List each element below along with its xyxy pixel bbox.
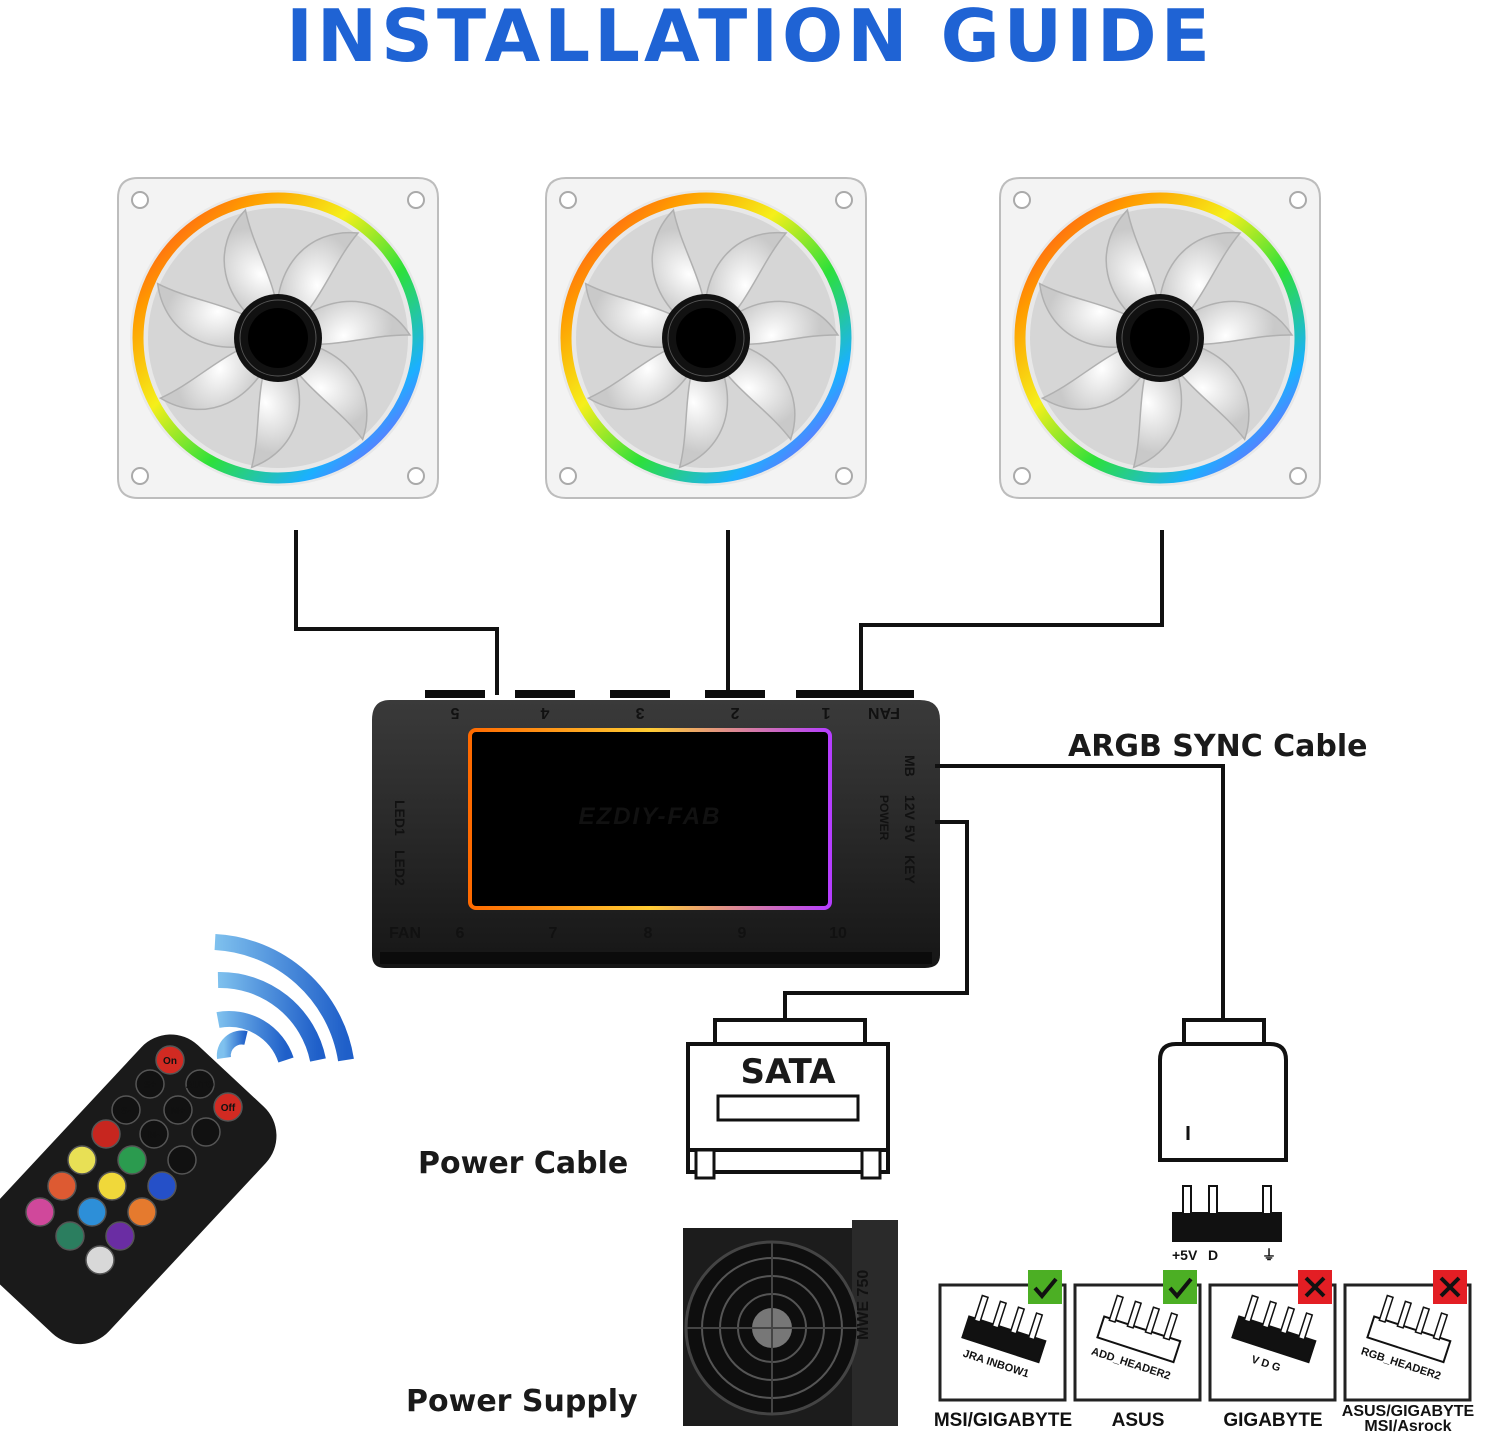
remote-button-label-0: On [163, 1056, 177, 1067]
hub-top-port-socket-0 [425, 690, 485, 698]
hub-bottom-port-1: 6 [456, 925, 465, 942]
hub-top-port-0: 5 [450, 704, 459, 721]
remote-button-label-4: S- [121, 1106, 131, 1117]
argb-sync-wire [935, 764, 1225, 1022]
hub-top-port-socket-1 [515, 690, 575, 698]
remote-button-8 [91, 1119, 121, 1149]
remote-button-2 [185, 1069, 215, 1099]
check-icon [1163, 1270, 1197, 1304]
remote-button-13 [97, 1171, 127, 1201]
hub-bottom-ports: FAN 6 7 8 9 10 [389, 925, 847, 942]
hub-top-port-socket-2 [610, 690, 670, 698]
pin-gnd-label: ⏚ [1262, 1247, 1276, 1263]
hub-bottom-port-0: FAN [389, 925, 421, 942]
hub-12v-label: 12V [902, 795, 918, 821]
hub-top-port-2: 3 [635, 704, 644, 721]
pin-d-label: D [1208, 1247, 1218, 1263]
remote-button-19 [105, 1221, 135, 1251]
psu-model-label: MWE 750 [855, 1270, 872, 1340]
remote-button-9 [67, 1145, 97, 1175]
header-brand-label-2: GIGABYTE [1223, 1410, 1323, 1431]
remote-button-12 [47, 1171, 77, 1201]
wireless-signal-icon [214, 934, 354, 1063]
hub-bottom-port-5: 10 [829, 925, 847, 942]
hub-bottom-port-3: 8 [644, 925, 653, 942]
remote-button-14 [147, 1171, 177, 1201]
remote-button-1 [135, 1069, 165, 1099]
hub-led2-label: LED2 [392, 850, 408, 886]
pin-5v-label: +5V [1172, 1247, 1198, 1263]
hub-bottom-port-4: 9 [738, 925, 747, 942]
hub-5v-label: 5V [902, 825, 918, 843]
hub-top-port-socket-4 [796, 690, 856, 698]
remote-button-7 [191, 1117, 221, 1147]
remote-button-6 [139, 1119, 169, 1149]
hub-top-port-1: 4 [540, 704, 549, 721]
remote-button-label-5: M+ [171, 1106, 185, 1117]
remote-control: OnS+ AUTO Off S- M+ M- [0, 1034, 277, 1345]
hub-mb-label: MB [902, 755, 918, 777]
hub-top-port-5: FAN [868, 704, 900, 721]
hub-top-port-4: 1 [821, 704, 830, 721]
hub-top-port-3: 2 [730, 704, 739, 721]
remote-button-label-2: AUTO [186, 1080, 214, 1091]
page-title: INSTALLATION GUIDE [286, 0, 1214, 78]
hub-key-label: KEY [902, 855, 918, 884]
remote-button-5 [163, 1095, 193, 1125]
remote-button-label-1: S+ [144, 1080, 157, 1091]
header-brand-label-1: ASUS [1111, 1410, 1165, 1431]
fan-2 [546, 178, 866, 498]
power-supply-label: Power Supply [406, 1384, 638, 1419]
header-brand-label-3: ASUS/GIGABYTE MSI/Asrock [1341, 1403, 1475, 1435]
remote-button-0 [155, 1045, 185, 1075]
remote-button-4 [111, 1095, 141, 1125]
header-brand-label-0: MSI/GIGABYTE [933, 1410, 1073, 1431]
remote-button-label-6: M- [148, 1130, 160, 1141]
hub-top-ports: 5 4 3 2 1 FAN [425, 690, 914, 721]
argb-pin-header: +5V D ⏚ [1172, 1185, 1282, 1263]
fan-wires [294, 530, 1164, 695]
hub-led1-label: LED1 [392, 800, 408, 836]
remote-button-15 [25, 1197, 55, 1227]
hub-top-port-socket-3 [705, 690, 765, 698]
check-icon [1028, 1270, 1062, 1304]
sata-label: SATA [740, 1052, 836, 1092]
remote-button-3 [213, 1092, 243, 1122]
hub-power-label: POWER [877, 795, 891, 841]
remote-button-10 [117, 1145, 147, 1175]
power-supply: MWE 750 [683, 1220, 898, 1426]
remote-button-20 [85, 1245, 115, 1275]
hub-top-port-socket-5 [854, 690, 914, 698]
remote-button-18 [55, 1221, 85, 1251]
power-cable-label: Power Cable [418, 1146, 628, 1181]
hub-brand: EZDIY-FAB [579, 803, 722, 830]
remote-button-17 [127, 1197, 157, 1227]
fan-3 [1000, 178, 1320, 498]
remote-button-16 [77, 1197, 107, 1227]
sata-wire [783, 820, 969, 1022]
remote-button-label-3: Off [221, 1103, 236, 1114]
argb-sync-cable-label: ARGB SYNC Cable [1068, 729, 1368, 764]
sata-connector [686, 1018, 890, 1180]
remote-button-11 [167, 1145, 197, 1175]
hub-bottom-port-2: 7 [549, 925, 558, 942]
fan-1 [118, 178, 438, 498]
argb-connector [1158, 1018, 1288, 1162]
